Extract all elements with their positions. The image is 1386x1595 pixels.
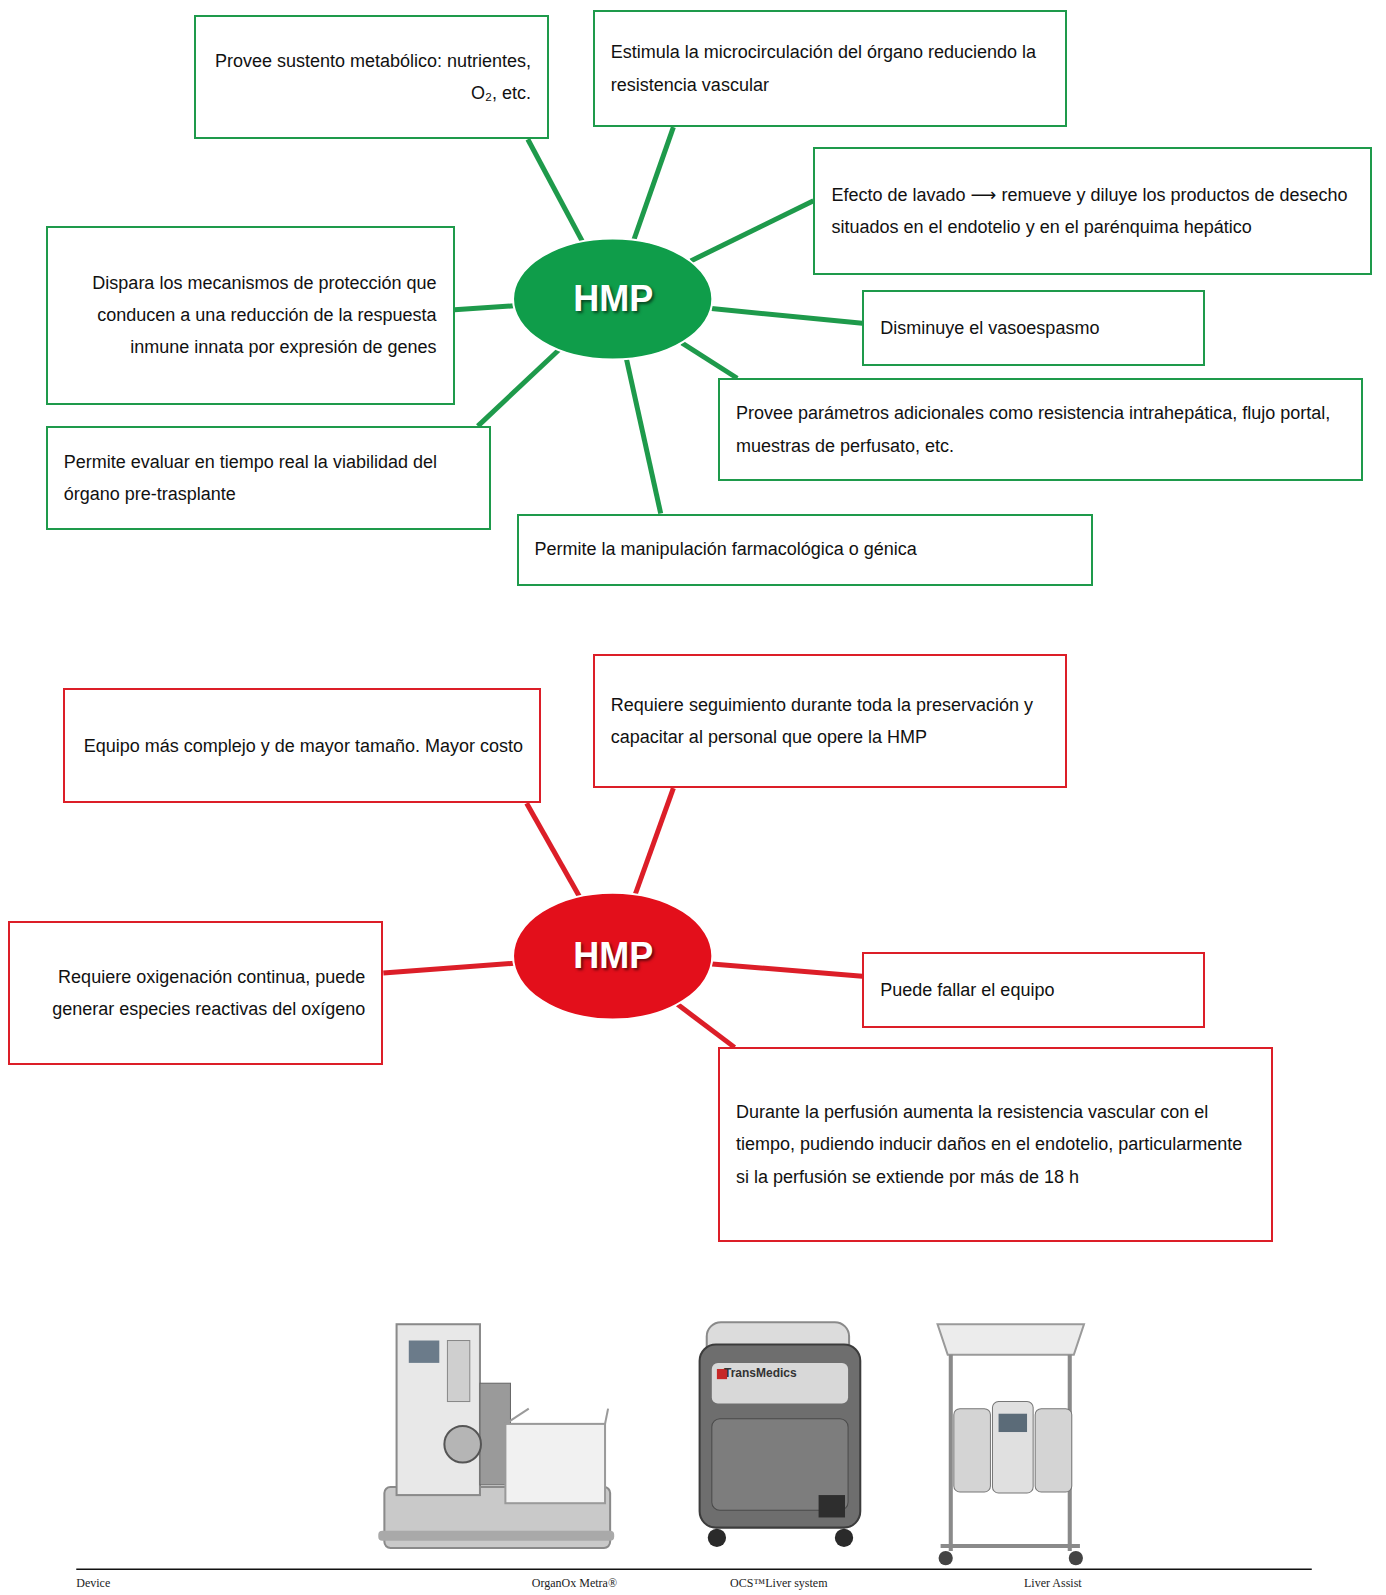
connector-line xyxy=(712,309,863,324)
device-wheel xyxy=(835,1529,853,1547)
liver-assist-device xyxy=(938,1324,1084,1565)
feature-box: Provee parámetros adicionales como resis… xyxy=(718,378,1363,481)
box-text: Requiere seguimiento durante toda la pre… xyxy=(611,689,1049,754)
pump-unit xyxy=(954,1409,991,1492)
chamber-edge xyxy=(505,1409,528,1424)
connector-line xyxy=(383,963,514,973)
connector-line xyxy=(528,139,583,241)
box-text: HMP xyxy=(573,935,653,977)
device-port xyxy=(819,1495,845,1517)
device-frame xyxy=(941,1544,1080,1548)
pump-screen xyxy=(999,1414,1027,1432)
box-text: Equipo más complejo y de mayor tamaño. M… xyxy=(81,730,523,762)
table-header: OCS™Liver system xyxy=(730,1576,827,1591)
feature-box: Disminuye el vasoespasmo xyxy=(862,290,1205,366)
feature-box: Estimula la microcirculación del órgano … xyxy=(593,10,1067,127)
table-header: OrganOx Metra® xyxy=(532,1576,617,1591)
hub-ellipse: HMP xyxy=(511,890,714,1022)
feature-box: Requiere seguimiento durante toda la pre… xyxy=(593,654,1067,788)
connector-line xyxy=(682,343,737,378)
device-leg xyxy=(949,1355,953,1551)
feature-box: Puede fallar el equipo xyxy=(862,952,1205,1028)
device-basin xyxy=(938,1324,1084,1355)
connector-line xyxy=(712,964,862,976)
box-text: Durante la perfusión aumenta la resisten… xyxy=(736,1096,1255,1193)
connector-line xyxy=(478,350,559,426)
logo-text: TransMedics xyxy=(724,1366,797,1380)
box-text: Permite evaluar en tiempo real la viabil… xyxy=(64,446,473,511)
connector-line xyxy=(626,359,660,514)
box-text: Permite la manipulación farmacológica o … xyxy=(535,533,1076,565)
device-front xyxy=(712,1363,848,1404)
organox-device xyxy=(378,1324,614,1548)
feature-box: Requiere oxigenación continua, puede gen… xyxy=(8,921,383,1064)
hub-ellipse-shape xyxy=(514,238,713,359)
connector-line xyxy=(691,201,814,261)
box-text: Estimula la microcirculación del órgano … xyxy=(611,36,1049,101)
device-rail xyxy=(378,1531,614,1541)
table-header: Liver Assist xyxy=(1024,1576,1082,1591)
box-text: Efecto de lavado ⟶ remueve y diluye los … xyxy=(831,179,1353,244)
feature-box: Permite la manipulación farmacológica o … xyxy=(517,514,1094,586)
hub-ellipse-shape xyxy=(514,892,713,1019)
connector-line xyxy=(634,127,673,240)
connector-line xyxy=(677,1004,734,1047)
box-text: Provee parámetros adicionales como resis… xyxy=(736,397,1345,462)
box-text: Dispara los mecanismos de protección que… xyxy=(64,267,437,364)
pump-unit xyxy=(992,1402,1033,1494)
organ-chamber xyxy=(505,1424,605,1503)
box-text: Disminuye el vasoespasmo xyxy=(880,312,1187,344)
feature-box: Durante la perfusión aumenta la resisten… xyxy=(718,1047,1273,1241)
feature-box: Dispara los mecanismos de protección que… xyxy=(46,226,455,405)
table-rule xyxy=(76,1569,1312,1571)
chamber-edge xyxy=(605,1409,608,1424)
box-text: Provee sustento metabólico: nutrientes, … xyxy=(212,45,531,110)
device-wheel xyxy=(939,1551,953,1565)
device-cabinet xyxy=(397,1324,480,1495)
connector-line xyxy=(527,803,580,896)
table-header: Device xyxy=(76,1576,110,1591)
device-reservoir xyxy=(444,1426,481,1463)
feature-box: Efecto de lavado ⟶ remueve y diluye los … xyxy=(813,147,1371,274)
device-panel xyxy=(447,1341,469,1402)
box-text: Requiere oxigenación continua, puede gen… xyxy=(26,961,365,1026)
ocs-device xyxy=(700,1322,861,1547)
device-screen xyxy=(409,1341,440,1363)
device-wheel xyxy=(708,1529,726,1547)
hub-ellipse: HMP xyxy=(511,236,714,362)
connector-line xyxy=(635,788,673,894)
box-text: Puede fallar el equipo xyxy=(880,974,1187,1006)
connector-line xyxy=(455,306,515,310)
device-body xyxy=(700,1345,861,1528)
feature-box: Provee sustento metabólico: nutrientes, … xyxy=(194,15,549,139)
feature-box: Permite evaluar en tiempo real la viabil… xyxy=(46,426,491,530)
pump-unit xyxy=(1035,1409,1072,1492)
box-text: HMP xyxy=(573,278,653,320)
device-wheel xyxy=(1069,1551,1083,1565)
feature-box: Equipo más complejo y de mayor tamaño. M… xyxy=(63,688,541,803)
